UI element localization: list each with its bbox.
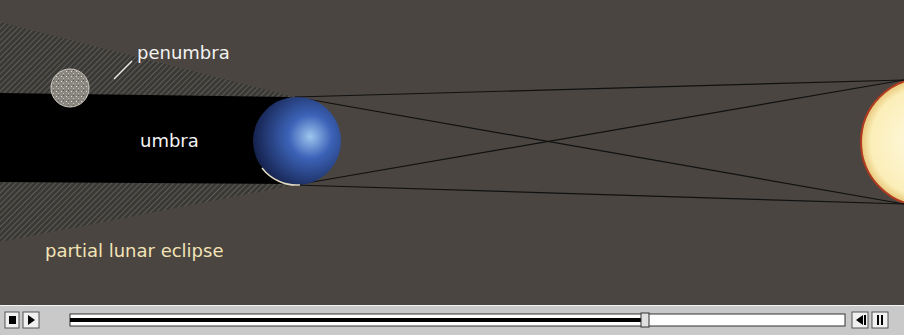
sun: [861, 78, 904, 206]
tangent-lines: [295, 80, 904, 204]
region-label: penumbra: [137, 42, 230, 64]
moon: [51, 69, 89, 107]
umbra-region: [0, 93, 290, 184]
control-bar: [0, 305, 904, 335]
caption-label: partial lunar eclipse: [45, 240, 224, 262]
penumbra-region: [0, 22, 295, 242]
region-label: umbra: [140, 130, 199, 152]
earth: [253, 97, 341, 185]
leader-line: [114, 61, 132, 79]
